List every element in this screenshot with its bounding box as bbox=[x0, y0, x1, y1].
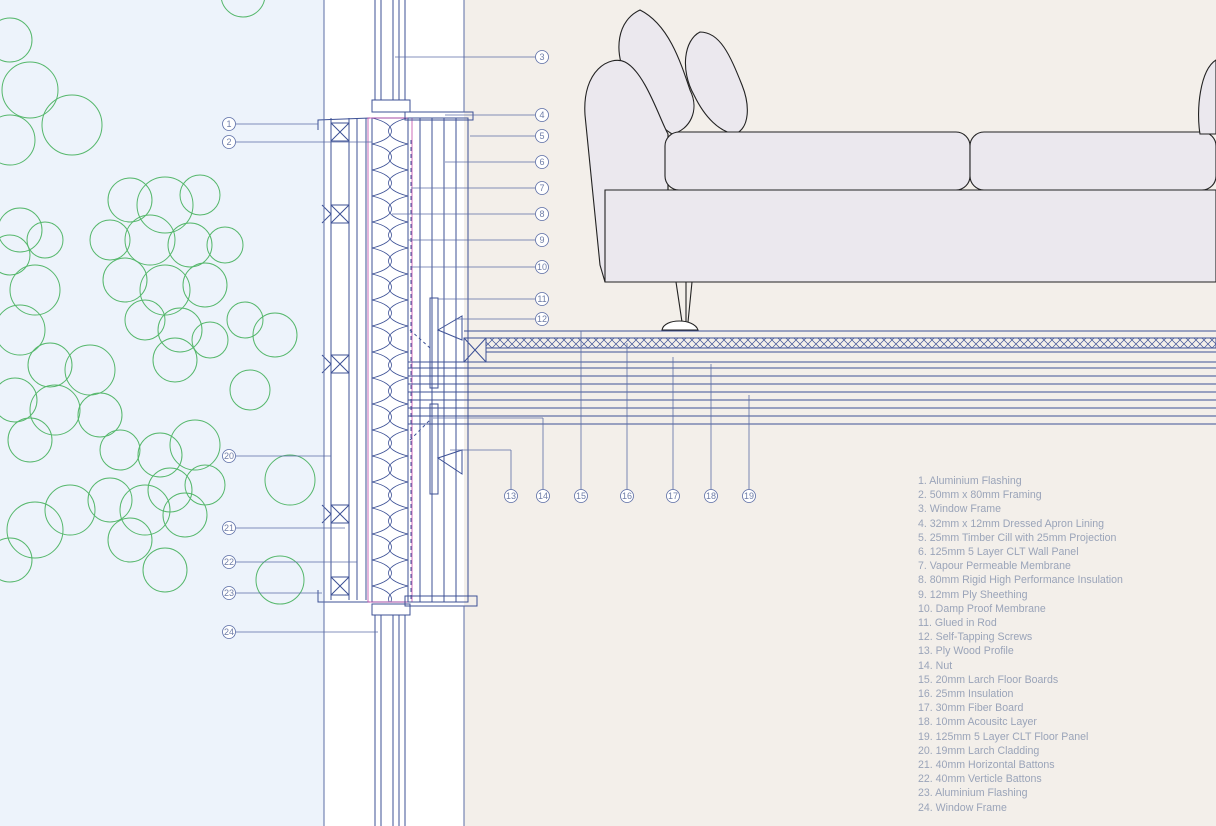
callout-label: 24 bbox=[224, 627, 234, 637]
callout-1: 1 bbox=[222, 117, 236, 131]
callout-label: 9 bbox=[539, 235, 544, 245]
callout-label: 1 bbox=[226, 119, 231, 129]
callout-label: 17 bbox=[668, 491, 678, 501]
callouts: 1 2 3 4 5 6 7 8 9 10 11 12 13 14 15 16 1… bbox=[222, 50, 756, 639]
legend-item: 9. 12mm Ply Sheething bbox=[918, 588, 1028, 601]
leader-lines bbox=[236, 56, 750, 633]
exterior-zone bbox=[0, 0, 324, 826]
callout-5: 5 bbox=[535, 129, 549, 143]
callout-label: 8 bbox=[539, 209, 544, 219]
callout-21: 21 bbox=[222, 521, 236, 535]
callout-label: 4 bbox=[539, 110, 544, 120]
callout-10: 10 bbox=[535, 260, 549, 274]
legend-item: 14. Nut bbox=[918, 659, 953, 672]
legend-item: 17. 30mm Fiber Board bbox=[918, 702, 1024, 715]
callout-9: 9 bbox=[535, 233, 549, 247]
legend-item: 19. 125mm 5 Layer CLT Floor Panel bbox=[918, 730, 1089, 743]
membrane-line bbox=[367, 117, 413, 603]
legend-item: 10. Damp Proof Membrane bbox=[918, 602, 1046, 615]
callout-19: 19 bbox=[742, 489, 756, 503]
callout-label: 12 bbox=[537, 314, 547, 324]
callout-label: 16 bbox=[622, 491, 632, 501]
callout-label: 10 bbox=[537, 262, 547, 272]
clt-wall-panel bbox=[404, 111, 478, 607]
callout-label: 19 bbox=[744, 491, 754, 501]
callout-23: 23 bbox=[222, 586, 236, 600]
legend-item: 3. Window Frame bbox=[918, 503, 1002, 516]
legend-item: 12. Self-Tapping Screws bbox=[918, 631, 1033, 644]
callout-17: 17 bbox=[666, 489, 680, 503]
cladding-assembly bbox=[317, 117, 371, 603]
tree-canopy-icon bbox=[0, 0, 316, 605]
legend-item: 11. Glued in Rod bbox=[918, 617, 997, 630]
legend-list: 1. Aluminium Flashing 2. 50mm x 80mm Fra… bbox=[918, 474, 1123, 815]
callout-11: 11 bbox=[535, 292, 549, 306]
legend-item: 20. 19mm Larch Cladding bbox=[918, 744, 1040, 757]
callout-label: 11 bbox=[537, 294, 546, 304]
callout-label: 7 bbox=[539, 183, 544, 193]
callout-14: 14 bbox=[536, 489, 550, 503]
callout-3: 3 bbox=[535, 50, 549, 64]
legend-item: 16. 25mm Insulation bbox=[918, 688, 1014, 701]
legend-item: 1. Aluminium Flashing bbox=[918, 475, 1022, 487]
legend-item: 8. 80mm Rigid High Performance Insulatio… bbox=[918, 574, 1123, 587]
floor-buildup bbox=[408, 330, 1216, 425]
callout-8: 8 bbox=[535, 207, 549, 221]
callout-6: 6 bbox=[535, 155, 549, 169]
legend-item: 23. Aluminium Flashing bbox=[918, 787, 1028, 800]
callout-label: 5 bbox=[539, 131, 544, 141]
callout-12: 12 bbox=[535, 312, 549, 326]
callout-label: 3 bbox=[539, 52, 544, 62]
window-frame bbox=[371, 0, 411, 826]
legend-item: 6. 125mm 5 Layer CLT Wall Panel bbox=[918, 546, 1079, 559]
callout-18: 18 bbox=[704, 489, 718, 503]
callout-label: 23 bbox=[224, 588, 234, 598]
sofa-icon bbox=[584, 9, 1216, 331]
rigid-insulation bbox=[371, 117, 409, 603]
callout-4: 4 bbox=[535, 108, 549, 122]
callout-label: 21 bbox=[224, 523, 234, 533]
callout-13: 13 bbox=[504, 489, 518, 503]
legend-item: 5. 25mm Timber Cill with 25mm Projection bbox=[918, 531, 1117, 544]
legend-item: 2. 50mm x 80mm Framing bbox=[918, 489, 1042, 502]
legend-item: 21. 40mm Horizontal Battons bbox=[918, 759, 1055, 772]
callout-label: 15 bbox=[576, 491, 586, 501]
legend-item: 18. 10mm Acousitc Layer bbox=[918, 716, 1037, 729]
callout-label: 18 bbox=[706, 491, 716, 501]
legend-item: 4. 32mm x 12mm Dressed Apron Lining bbox=[918, 517, 1105, 530]
callout-label: 13 bbox=[506, 491, 516, 501]
callout-2: 2 bbox=[222, 135, 236, 149]
legend-item: 7. Vapour Permeable Membrane bbox=[918, 560, 1071, 573]
callout-7: 7 bbox=[535, 181, 549, 195]
callout-16: 16 bbox=[620, 489, 634, 503]
callout-label: 22 bbox=[224, 557, 234, 567]
callout-label: 2 bbox=[226, 137, 231, 147]
legend-item: 24. Window Frame bbox=[918, 801, 1007, 814]
callout-24: 24 bbox=[222, 625, 236, 639]
callout-label: 20 bbox=[224, 451, 234, 461]
callout-label: 14 bbox=[538, 491, 548, 501]
callout-22: 22 bbox=[222, 555, 236, 569]
legend-item: 22. 40mm Verticle Battons bbox=[918, 773, 1042, 786]
callout-15: 15 bbox=[574, 489, 588, 503]
callout-label: 6 bbox=[539, 157, 544, 167]
callout-20: 20 bbox=[222, 449, 236, 463]
legend-item: 15. 20mm Larch Floor Boards bbox=[918, 673, 1059, 686]
legend-item: 13. Ply Wood Profile bbox=[918, 645, 1014, 658]
